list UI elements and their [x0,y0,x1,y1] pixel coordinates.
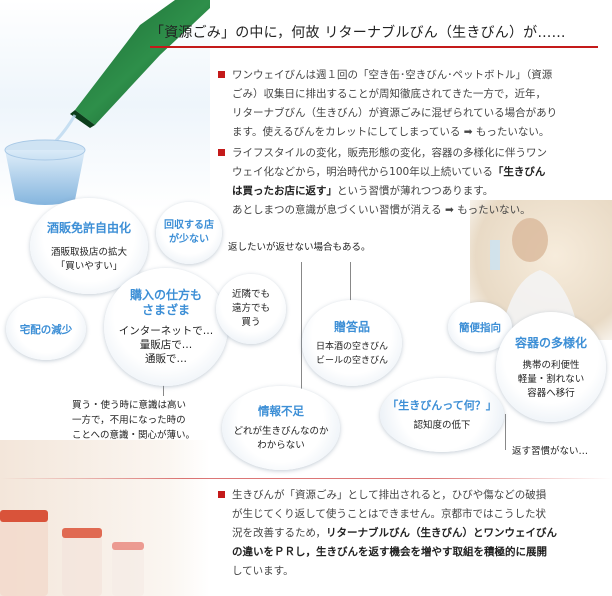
bubble-text: 「買いやすい」 [55,260,123,272]
bubble-liquor-license: 酒販免許自由化 酒販取扱店の拡大 「買いやすい」 [30,198,148,294]
arrow-right-icon: ➡ [463,126,473,138]
bubble-text: 軽量・割れない [517,373,585,385]
paragraph-text: もったいない。 [475,126,550,138]
note-line: 買う・使う時に意識は高い [72,400,187,411]
bubble-what-is-ikibin: 「生きびんって何？」 認知度の低下 [380,378,504,452]
paragraph-line: が生じてくり返して使うことはできません。京都市ではこうした状 [232,508,547,520]
bubble-gift-bottles: 贈答品 日本酒の空きびん ビールの空きびん [302,300,402,386]
bubble-text: 日本酒の空きびん [315,342,388,352]
paragraph-lifestyle: ライフスタイルの変化，販売形態の変化，容器の多様化に伴うワン ウェイ化などから，… [218,144,594,220]
page-title: 「資源ごみ」の中に，何故 リターナブルびん（生きびん）が…… [150,25,566,41]
paragraph-text: もったいない。 [457,204,531,216]
note-cannot-return: 返したいが返せない場合もある。 [228,242,371,253]
paragraph-line: しています。 [232,565,294,577]
paragraph-line: ワンウェイびんは週１回の「空き缶･空きびん･ペットボトル」（資源 [232,69,553,81]
paragraph-line: ます。使えるびんをカレットにしてしまっている ➡ もったいない。 [232,123,594,142]
note-no-return-habit: 返す習慣がない… [512,446,589,457]
paragraph-line: の違いをＰＲし，生きびんを返す機会を増やす取組を積極的に展開 [232,543,594,562]
bubble-text: 酒販取扱店の拡大 [50,246,127,258]
bubble-container-diversity: 容器の多様化 携帯の利便性 軽量・割れない 容器へ移行 [496,312,606,422]
bubble-text: 買う [241,317,261,328]
bubble-text: 容器へ移行 [527,387,575,399]
paragraph-line: ウェイ化などから，明治時代から100年以上続いている「生きびん [232,163,594,182]
title-underline [150,46,598,48]
paragraph-text: ます。使えるびんをカレットにしてしまっている [232,126,461,138]
connector-line [350,262,351,304]
bubble-text: わからない [257,440,305,451]
bullet-icon [218,149,225,156]
bubble-text: どれが生きびんなのか [233,426,329,437]
note-consumer-awareness: 買う・使う時に意識は高い 一方で，不用になった時の ことへの意識・関心が薄い。 [72,398,195,443]
bullet-icon [218,71,225,78]
paragraph-line: リターナブびん（生きびん）が資源ごみに混ぜられている場合があり [232,107,558,119]
bubble-heading: 簡便指向 [459,321,501,334]
sake-bottle-photo [0,0,210,210]
bubble-info-shortage: 情報不足 どれが生きびんなのか わからない [222,386,340,470]
paragraph-text: 況を改善するため， [232,527,326,539]
page-header: 「資源ごみ」の中に，何故 リターナブルびん（生きびん）が…… [150,22,598,50]
note-line: 一方で，不用になった時の [72,415,186,426]
bubble-heading: 情報不足 [258,404,304,418]
bubble-text: インターネットで… [118,325,214,337]
connector-line [301,262,302,412]
paragraph-text: ウェイ化などから，明治時代から100年以上続いている [232,166,493,178]
paragraph-line: 況を改善するため，リターナブルびん（生きびん）とワンウェイびん [232,524,594,543]
jars-photo [0,440,210,596]
bubble-heading: 宅配の減少 [19,323,73,336]
paragraph-text: という習慣が薄れつつあります。 [337,185,494,197]
paragraph-bold-text: は買ったお店に返す」 [232,185,337,197]
bullet-icon [218,491,225,498]
arrow-right-icon: ➡ [445,204,454,216]
paragraph-text: あとしまつの意識が息づくいい習慣が消える [232,204,442,216]
bubble-text: 認知度の低下 [413,420,471,431]
bubble-text: 携帯の利便性 [522,359,580,371]
connector-line [505,414,506,450]
bubble-heading: さまざま [141,303,190,317]
bubble-text: 通販で… [145,353,187,365]
paragraph-bold-text: 「生きびん [492,166,546,178]
bubble-heading: 酒販免許自由化 [46,220,131,235]
section-divider [0,478,612,479]
note-line: ことへの意識・関心が薄い。 [72,430,196,441]
paragraph-line: ライフスタイルの変化，販売形態の変化，容器の多様化に伴うワン [232,147,547,159]
paragraph-line: 生きびんが「資源ごみ」として排出されると，ひびや傷などの破損 [232,489,547,501]
bubble-text: 遠方でも [231,303,270,314]
paragraph-one-way-bottles: ワンウェイびんは週１回の「空き缶･空きびん･ペットボトル」（資源 ごみ）収集日に… [218,66,594,142]
paragraph-bold-text: の違いをＰＲし，生きびんを返す機会を増やす取組を積極的に展開 [232,546,547,558]
paragraph-line: あとしまつの意識が息づくいい習慣が消える ➡ もったいない。 [232,201,594,220]
bubble-text: 近隣でも [231,289,270,300]
paragraph-line: は買ったお店に返す」という習慣が薄れつつあります。 [232,182,594,201]
bubble-heading: 購入の仕方も [129,288,202,302]
paragraph-kyoto-initiative: 生きびんが「資源ごみ」として排出されると，ひびや傷などの破損 が生じてくり返して… [218,486,594,581]
bubble-purchase-methods: 購入の仕方も さまざま インターネットで… 量販店で… 通販で… [104,268,228,386]
bubble-heading: 贈答品 [333,320,370,334]
bubble-heading: 回収する店 [164,220,214,231]
paragraph-bold-text: リターナブルびん（生きびん）とワンウェイびん [325,527,557,539]
bubble-heading: が少ない [169,234,209,245]
bubble-nearby-far: 近隣でも 遠方でも 買う [216,274,286,344]
bubble-convenience: 簡便指向 [448,302,512,352]
bubble-text: 量販店で… [139,339,193,351]
bubble-heading: 「生きびんって何？」 [387,399,497,412]
bubble-text: ビールの空きびん [315,356,388,366]
bubble-fewer-stores: 回収する店 が少ない [156,202,222,264]
bubble-heading: 容器の多様化 [514,335,587,350]
paragraph-line: ごみ）収集日に排出することが周知徹底されてきた一方で，近年， [232,88,546,100]
bubble-delivery-decrease: 宅配の減少 [6,298,86,360]
